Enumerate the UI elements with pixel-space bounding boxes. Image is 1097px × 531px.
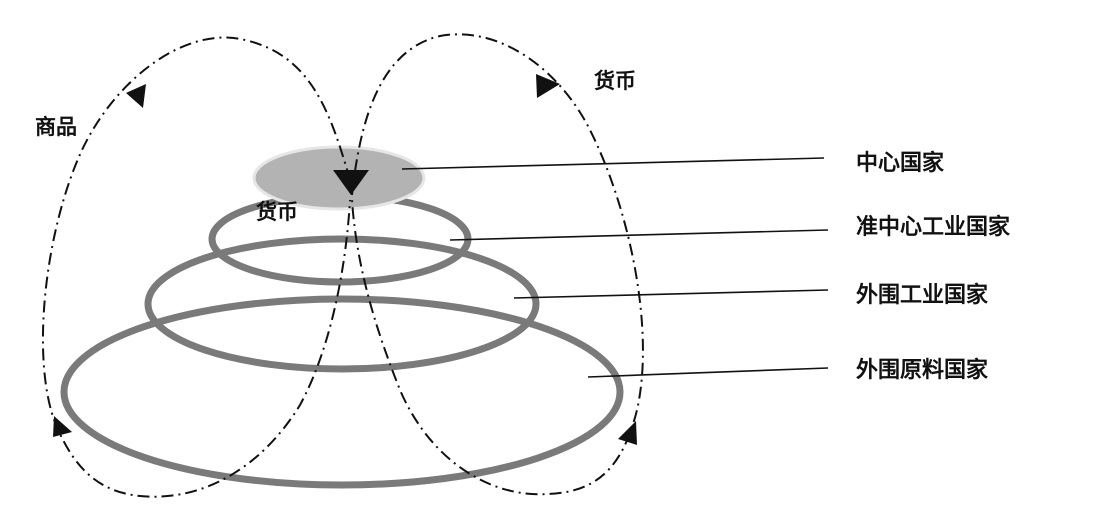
label-periphery-raw: 外围原料国家	[856, 357, 989, 383]
leader-core	[401, 157, 825, 170]
money-flow-loop	[351, 33, 644, 496]
label-periphery-industrial: 外围工业国家	[856, 282, 989, 308]
label-goods: 商品	[35, 115, 77, 139]
leader-periphery-industrial	[513, 289, 829, 299]
goods-arrow-bottom-icon	[53, 416, 72, 437]
label-money-inner: 货币	[256, 200, 298, 224]
money-arrow-bottom-icon	[618, 421, 637, 445]
label-core: 中心国家	[856, 150, 945, 176]
goods-arrow-top-icon	[126, 84, 146, 108]
center-down-arrow-icon	[333, 170, 369, 195]
goods-flow-loop	[41, 36, 351, 498]
leader-periphery-raw	[587, 367, 829, 378]
leader-semi-core	[449, 229, 829, 241]
label-money-outer: 货币	[594, 69, 636, 93]
ring-periphery-industrial	[144, 235, 540, 373]
money-arrow-top-icon	[536, 74, 560, 98]
ring-periphery-raw	[60, 295, 624, 489]
label-semi-core: 准中心工业国家	[856, 214, 1011, 240]
